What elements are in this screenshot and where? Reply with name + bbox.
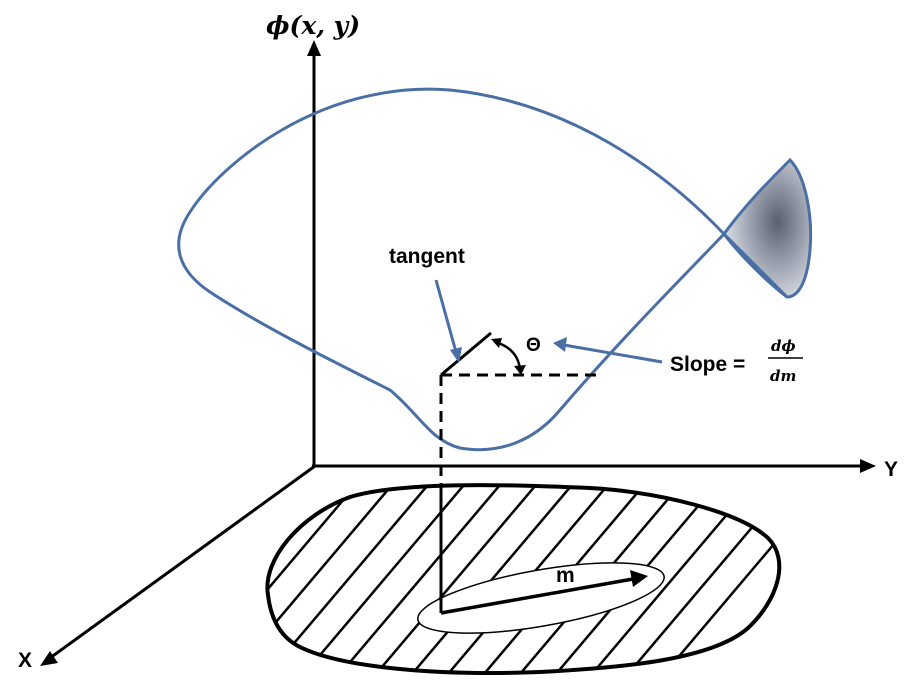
tangent-line bbox=[440, 331, 492, 377]
direction-vector bbox=[440, 570, 648, 615]
y-axis-arrowhead bbox=[860, 459, 876, 473]
x-axis-arrowhead bbox=[40, 651, 58, 666]
labels: ϕ(x, y) Y X tangent Θ Slope = dϕ dm m bbox=[18, 11, 898, 672]
tangent-construction bbox=[439, 331, 598, 613]
tangent-pointer-arrow bbox=[434, 279, 458, 353]
vertical-axis-label: ϕ(x, y) bbox=[266, 11, 360, 40]
tangent-pointer-arrowhead bbox=[450, 347, 462, 363]
surface-outline bbox=[177, 87, 789, 452]
angle-label: Θ bbox=[526, 335, 541, 356]
direction-vector-arrowhead bbox=[630, 570, 648, 587]
angle-arc-arrowhead-bottom bbox=[514, 365, 526, 375]
surface-shaded-region bbox=[722, 157, 813, 299]
angle-arc-arrowhead-top bbox=[491, 338, 502, 348]
base-region-outline bbox=[265, 483, 782, 675]
slope-pointer-arrow bbox=[563, 343, 663, 364]
slope-denominator: dm bbox=[770, 367, 796, 385]
slope-numerator: dϕ bbox=[771, 337, 796, 355]
hatch-lines bbox=[267, 485, 780, 673]
direction-vector-line bbox=[440, 577, 634, 615]
y-axis-label: Y bbox=[884, 458, 898, 481]
base-region bbox=[265, 483, 782, 675]
axes bbox=[40, 40, 876, 666]
x-axis-label: X bbox=[18, 649, 32, 672]
direction-ellipse bbox=[417, 562, 665, 634]
annotation-arrows bbox=[434, 279, 663, 364]
vertical-axis-arrowhead bbox=[307, 40, 321, 56]
slope-label: Slope = bbox=[670, 353, 745, 376]
direction-label: m bbox=[556, 564, 575, 587]
surface bbox=[177, 87, 813, 452]
x-axis bbox=[49, 464, 316, 660]
slope-pointer-arrowhead bbox=[553, 337, 567, 352]
tangent-label: tangent bbox=[389, 245, 465, 268]
